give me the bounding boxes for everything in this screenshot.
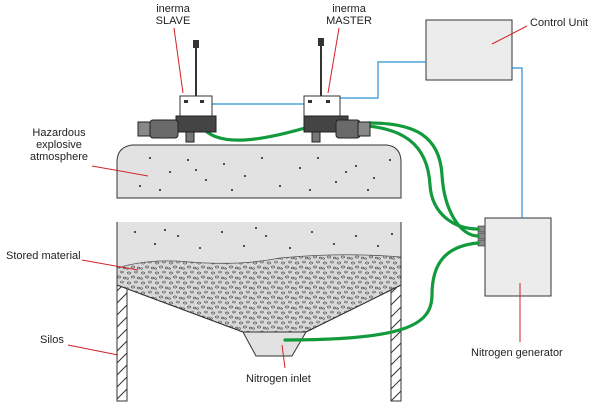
leader-stored-material (81, 259, 139, 271)
label-slave: inerma SLAVE (148, 3, 198, 27)
leader-master (327, 27, 340, 94)
label-nitrogen-inlet: Nitrogen inlet (246, 373, 311, 385)
hose-master-to-generator-b (348, 121, 480, 238)
label-hazard-line2: explosive (36, 139, 82, 151)
atmosphere-particles-upper (139, 157, 391, 191)
atmosphere-particles-lower (134, 227, 393, 249)
label-slave-line1: inerma (156, 3, 190, 15)
inerma-slave-unit (137, 40, 217, 143)
hose-slave-to-master (198, 122, 314, 142)
label-hazard-line1: Hazardous (32, 127, 86, 139)
label-master-line1: inerma (332, 3, 366, 15)
stored-material-fill (116, 254, 402, 333)
leader-silos (67, 344, 119, 356)
control-unit-box (425, 19, 513, 81)
silo-upper-section (116, 144, 402, 199)
label-hazard-line3: atmosphere (29, 151, 89, 163)
signal-cable-master-control (340, 61, 426, 99)
leader-slave (173, 27, 184, 94)
label-master-line2: MASTER (326, 15, 372, 27)
hose-generator-to-inlet (283, 241, 480, 342)
label-control-unit: Control Unit (530, 17, 589, 29)
hopper-outlet (242, 331, 307, 357)
silo-break-gap (110, 197, 408, 225)
label-stored-material: Stored material (6, 250, 81, 262)
signal-cable-control-generator (512, 67, 523, 218)
silo-leg-right (390, 284, 402, 402)
label-master: inerma MASTER (318, 3, 380, 27)
leader-nitrogen-inlet (281, 344, 286, 369)
leader-hazard (91, 165, 149, 177)
nitrogen-generator-box (484, 217, 552, 297)
leader-lines (67, 25, 528, 369)
inerma-master-unit (303, 38, 371, 143)
label-nitrogen-generator: Nitrogen generator (471, 347, 563, 359)
hose-master-to-generator-a (330, 123, 480, 231)
label-hazard: Hazardous explosive atmosphere (24, 127, 94, 163)
label-silos: Silos (40, 334, 64, 346)
label-slave-line2: SLAVE (155, 15, 191, 27)
leader-control-unit (491, 25, 528, 45)
silo-leg-left (116, 284, 128, 402)
signal-cables (212, 61, 523, 218)
